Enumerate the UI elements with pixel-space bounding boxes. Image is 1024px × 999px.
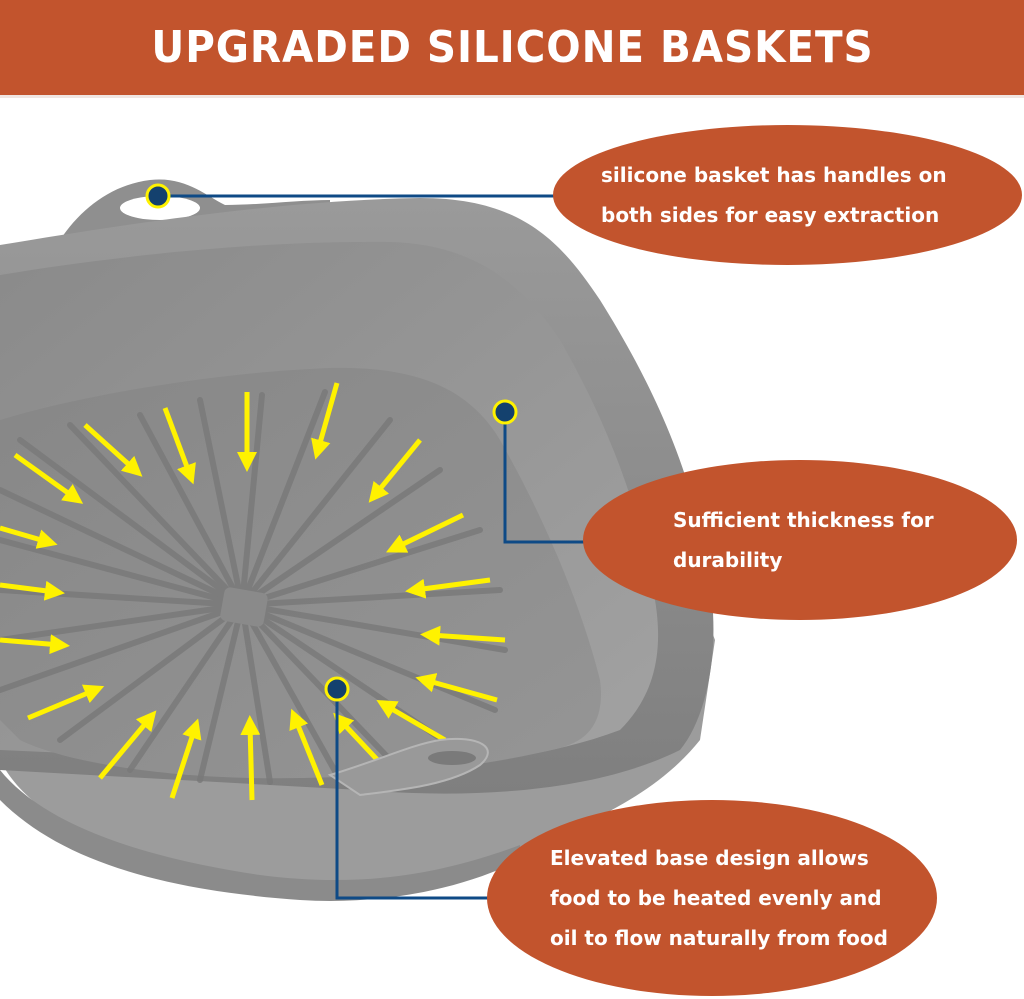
callout-thickness-line-2: durability <box>673 548 783 572</box>
marker-thickness-icon <box>492 399 518 425</box>
callout-elevated-base-line-1: Elevated base design allows <box>550 846 869 870</box>
marker-elevated-base-icon <box>324 676 350 702</box>
header-divider <box>0 95 1024 98</box>
callout-handles-line-2: both sides for easy extraction <box>601 203 940 227</box>
leader-line-thickness <box>503 412 585 544</box>
leader-line-elevated-base <box>335 689 490 900</box>
callout-markers <box>145 183 518 702</box>
callout-handles: silicone basket has handles on both side… <box>553 125 1022 265</box>
callout-thickness: Sufficient thickness for durability <box>583 460 1017 620</box>
leader-lines <box>158 194 585 900</box>
callout-elevated-base: Elevated base design allows food to be h… <box>487 800 937 996</box>
callout-elevated-base-line-2: food to be heated evenly and <box>550 886 882 910</box>
callout-elevated-base-line-3: oil to flow naturally from food <box>550 926 888 950</box>
page-title: UPGRADED SILICONE BASKETS <box>150 22 874 73</box>
floor-center-pad <box>220 587 268 627</box>
callout-handles-line-1: silicone basket has handles on <box>601 163 947 187</box>
callout-thickness-line-1: Sufficient thickness for <box>673 508 934 532</box>
marker-handles-icon <box>145 183 171 209</box>
airflow-arrows <box>0 382 506 801</box>
floor-ridges <box>0 389 508 785</box>
header-banner: UPGRADED SILICONE BASKETS <box>0 0 1024 95</box>
